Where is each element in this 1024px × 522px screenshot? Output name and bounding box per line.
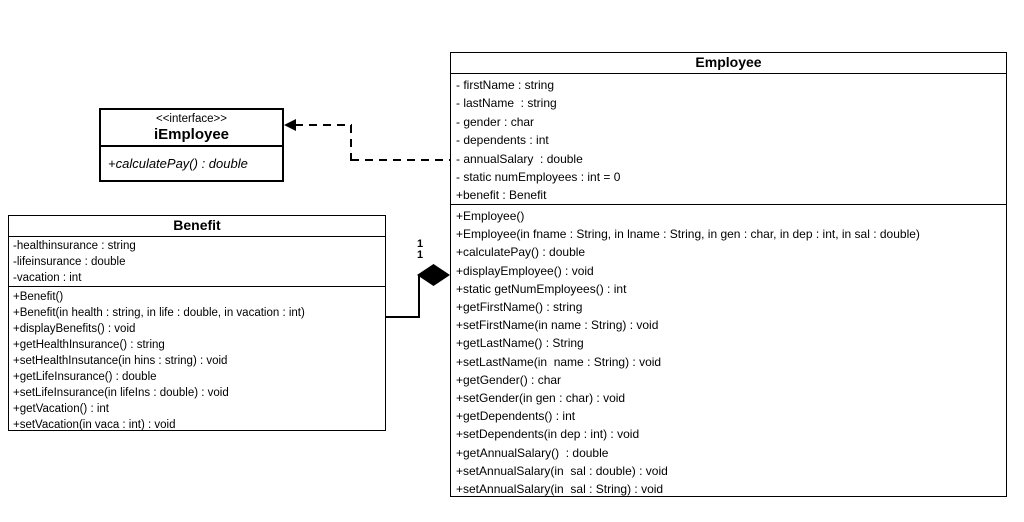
employee-method: +static getNumEmployees() : int [456,281,627,296]
employee-method: +getLastName() : String [456,336,584,351]
employee-method: +Employee() [456,209,525,223]
benefit-attributes-compartment: -healthinsurance : string -lifeinsurance … [9,236,385,286]
benefit-method: +setLifeInsurance(in lifeIns : double) :… [13,387,229,399]
employee-attributes-compartment: - firstName : string - lastName : string -… [451,73,1006,204]
benefit-title-compartment: Benefit [9,216,385,236]
class-box-employee: Employee - firstName : string - lastName … [450,52,1007,497]
employee-attribute: - dependents : int [456,133,549,148]
composition-diamond-icon [417,264,450,286]
employee-method: +displayEmployee() : void [456,263,594,278]
iemployee-stereotype: <<interface>> [156,113,227,125]
dependency-line-vertical-segment [350,125,352,161]
iemployee-methods-compartment: +calculatePay() : double [101,145,282,180]
employee-method: +setFirstName(in name : String) : void [456,318,659,333]
benefit-method: +setHealthInsutance(in hins : string) : … [13,355,228,367]
employee-method: +getGender() : char [456,372,562,387]
class-box-iemployee: <<interface>> iEmployee +calculatePay() … [99,108,284,182]
employee-method: +calculatePay() : double [456,245,586,260]
benefit-attribute: -lifeinsurance : double [13,255,126,268]
benefit-attribute: -healthinsurance : string [13,240,136,252]
composition-multiplicity-upper: 1 [416,238,424,250]
benefit-method: +getLifeInsurance() : double [13,371,157,383]
benefit-class-name: Benefit [173,217,221,233]
iemployee-class-name: iEmployee [153,126,230,143]
employee-attribute: - annualSalary : double [456,151,583,166]
employee-attribute: - firstName : string [456,78,555,92]
composition-line-horizontal-segment [386,316,420,318]
dependency-line-top-segment [295,124,352,126]
employee-method: +Employee(in fname : String, in lname : … [456,227,920,242]
employee-attribute: - lastName : string [456,96,557,111]
employee-method: +getAnnualSalary() : double [456,445,609,460]
benefit-method: +setVacation(in vaca : int) : void [13,419,176,430]
employee-attribute: - gender : char [456,114,535,129]
dependency-arrowhead-icon [284,119,296,131]
employee-class-name: Employee [695,54,762,70]
employee-method: +setGender(in gen : char) : void [456,391,626,406]
employee-attribute: +benefit : Benefit [456,188,547,203]
employee-method: +setDependents(in dep : int) : void [456,427,640,442]
benefit-attribute: -vacation : int [13,271,82,284]
employee-method: +setAnnualSalary(in sal : double) : void [456,463,668,478]
composition-multiplicity-lower: 1 [416,249,424,261]
iemployee-title-compartment: <<interface>> iEmployee [101,110,282,145]
dependency-line-bottom-segment [351,159,450,161]
employee-attribute: - static numEmployees : int = 0 [456,170,621,185]
benefit-method: +Benefit(in health : string, in life : d… [13,307,305,319]
class-box-benefit: Benefit -healthinsurance : string -lifein… [8,215,386,431]
employee-method: +getDependents() : int [456,409,576,424]
benefit-method: +getHealthInsurance() : string [13,339,165,351]
benefit-methods-compartment: +Benefit() +Benefit(in health : string, i… [9,286,385,430]
employee-method: +setAnnualSalary(in sal : String) : void [456,482,664,496]
iemployee-method: +calculatePay() : double [108,156,248,171]
benefit-method: +displayBenefits() : void [13,323,136,335]
composition-line-vertical-segment [418,274,420,318]
employee-title-compartment: Employee [451,53,1006,73]
employee-methods-compartment: +Employee() +Employee(in fname : String, … [451,204,1006,496]
employee-method: +getFirstName() : string [456,300,583,315]
employee-method: +setLastName(in name : String) : void [456,354,662,369]
benefit-method: +getVacation() : int [13,403,109,415]
benefit-method: +Benefit() [13,291,64,303]
